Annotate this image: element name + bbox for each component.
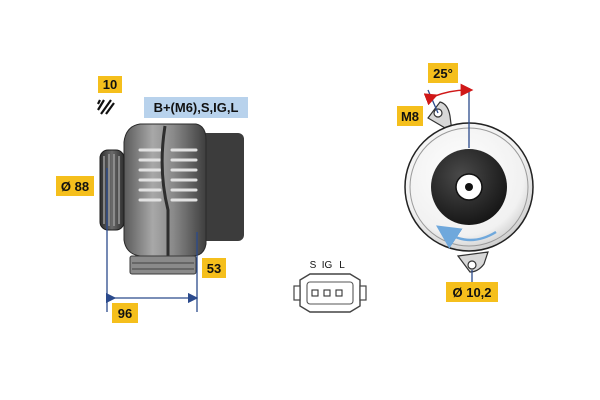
terminal-text: B+(M6),S,IG,L [154,100,239,115]
pulley-grooves [103,154,120,226]
pulley-diameter-label: Ø 88 [56,176,94,196]
hole-diameter-label: Ø 10,2 [446,282,498,302]
body-length-text: 53 [207,261,221,276]
body-length-label: 53 [202,258,226,278]
overall-length-label: 96 [112,303,138,323]
cooling-fins [138,148,198,202]
rear-housing [196,133,244,241]
connector-pin-ig [323,289,331,297]
shaft-center [465,183,473,191]
hatch-icon [97,99,115,115]
hole-diameter-text: Ø 10,2 [452,285,491,300]
connector-pin-s [311,289,319,297]
connector: S IG L [293,260,367,313]
angle-label: 25° [428,63,458,83]
alternator-side-view [99,123,244,275]
angle-arc [423,83,474,106]
side-dimensions [105,168,199,312]
connector-pin-l [335,289,343,297]
rotation-arrow-icon [436,225,497,249]
pulley-diameter-text: Ø 88 [61,179,89,194]
connector-pin-label-ig: IG [322,260,333,271]
mounting-foot [129,255,197,275]
angle-text: 25° [433,66,453,81]
terminal-label: B+(M6),S,IG,L [144,97,248,118]
connector-pin-label-l: L [339,260,345,271]
housing-seam [160,125,170,256]
overall-length-text: 96 [118,306,132,321]
pulley [99,149,125,231]
alternator-front-view [404,101,534,273]
lower-mount-hole [467,260,477,270]
mount-thread-text: M8 [401,109,419,124]
front-dimensions [423,83,474,284]
count-text: 10 [103,77,117,92]
connector-pin-label-s: S [310,260,317,271]
count-label: 10 [98,76,122,93]
mount-thread-label: M8 [397,106,423,126]
angle-axis-line [427,89,439,114]
